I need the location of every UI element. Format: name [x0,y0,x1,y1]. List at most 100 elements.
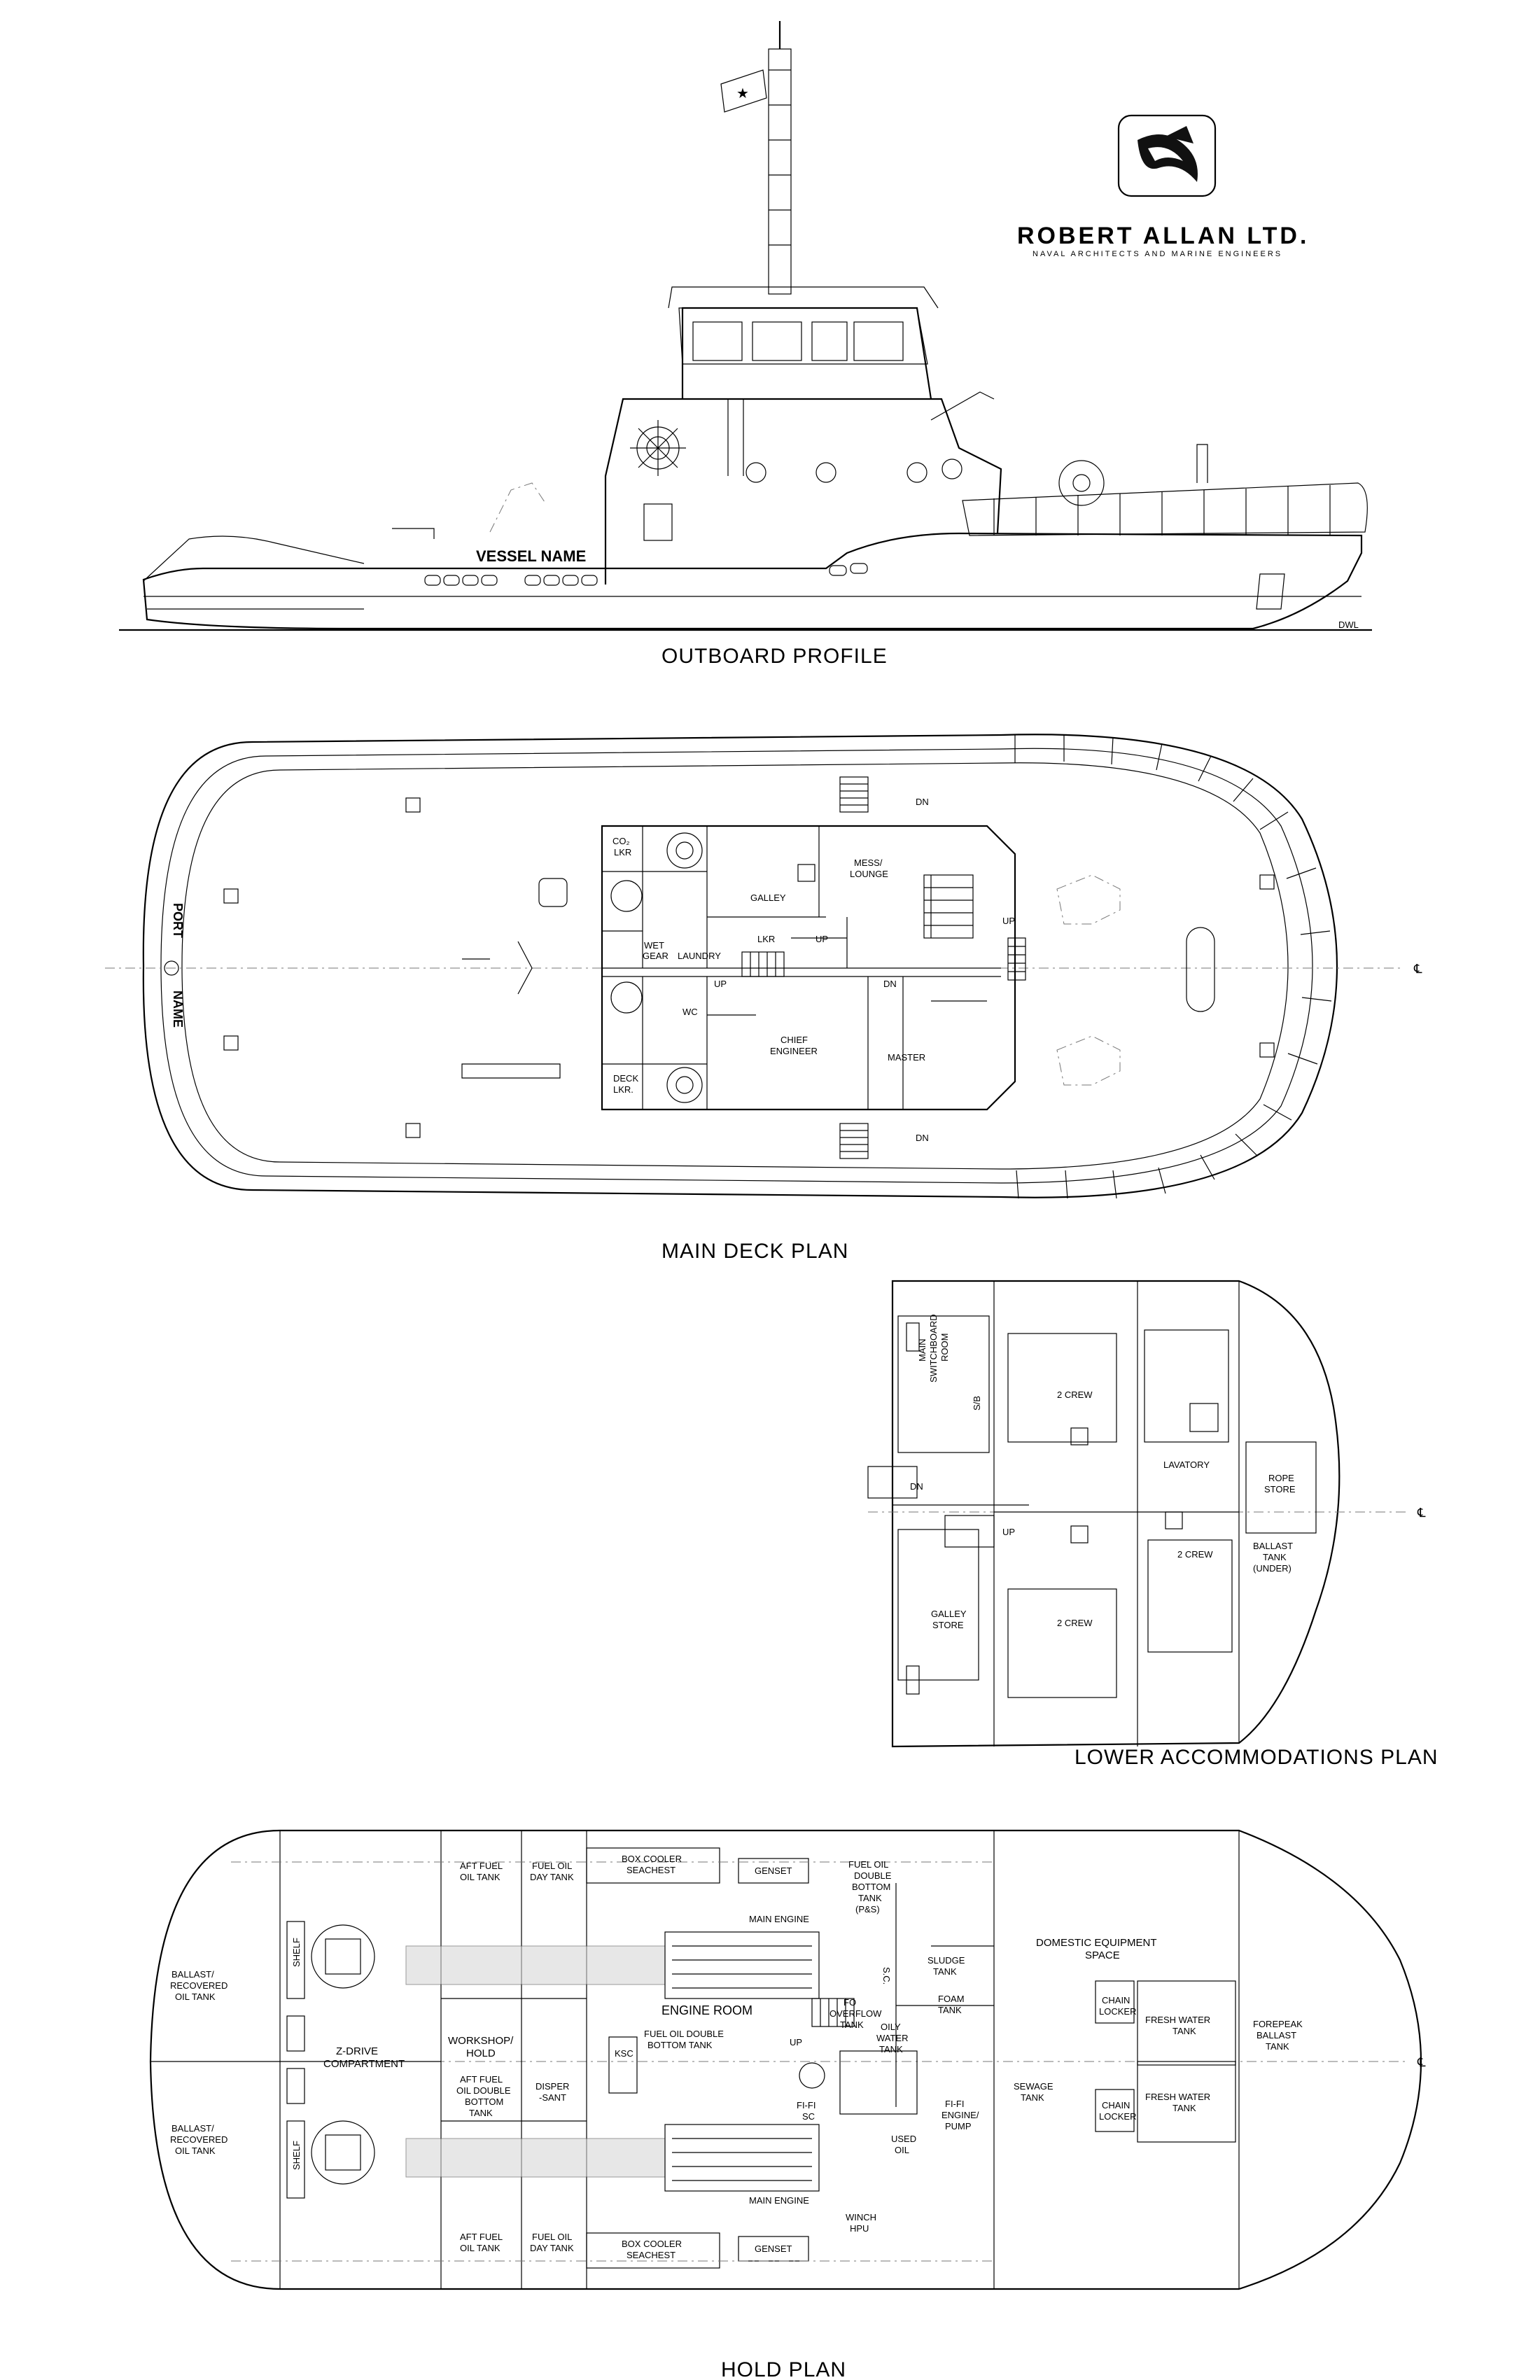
ballast-recovered-label-1: BALLAST/ [172,1969,214,1980]
shelf-label-1: SHELF [291,1938,302,1967]
company-logo [1117,114,1217,197]
sewage-label-1: SEWAGE [1014,2081,1054,2092]
dn-label-1: DN [916,797,929,807]
rope-label: ROPE [1268,1473,1294,1483]
dn-label-3: DN [916,1133,929,1143]
fresh-water-label-4: TANK [1172,2103,1196,2113]
up-label-1: UP [816,934,828,944]
up-label-2: UP [714,979,727,989]
svg-text:℄: ℄ [1413,962,1422,976]
oily-label-2: WATER [876,2033,909,2043]
aft-db-label-2: OIL DOUBLE [456,2085,511,2096]
hold-plan: ℄ [149,1829,1426,2290]
main-deck-plan: ℄ [105,734,1422,1199]
crew-label-3: 2 CREW [1057,1618,1093,1628]
aft-fuel-label-1: AFT FUEL [460,1861,503,1871]
dn-label-2: DN [883,979,897,989]
ballast-recovered-label-5: RECOVERED [170,2134,227,2145]
chain-locker-label-3: CHAIN [1102,2100,1130,2110]
fo-label-1: FO [844,1997,856,2008]
chain-locker-label-2: LOCKER [1099,2006,1136,2017]
used-oil-label-2: OIL [895,2145,909,2155]
disper-label-1: DISPER [536,2081,569,2092]
genset-label-1: GENSET [755,1865,792,1876]
sludge-label-1: SLUDGE [927,1955,965,1966]
name-label: NAME [171,990,185,1028]
lower-accommodations-plan: ℄ [867,1280,1426,1748]
mess-label: MESS/ [854,858,883,868]
lower-dn-label: DN [910,1481,923,1492]
fifi-sc-label-2: SC [802,2111,815,2122]
zdrive-label-2: COMPARTMENT [323,2058,405,2070]
domestic-label-1: DOMESTIC EQUIPMENT [1036,1937,1157,1949]
zdrive-label-1: Z-DRIVE [336,2045,378,2057]
sewage-label-2: TANK [1021,2092,1044,2103]
fo-label-3: TANK [840,2019,864,2030]
outboard-profile-title: OUTBOARD PROFILE [662,645,888,668]
lounge-label: LOUNGE [850,869,888,879]
oily-label-1: OILY [881,2022,901,2032]
deck-lkr-label: LKR. [613,1084,634,1095]
box-cooler-label-3: BOX COOLER [622,2239,682,2249]
fops-label-1: FUEL OIL [848,1859,888,1870]
oily-label-3: TANK [879,2044,903,2054]
main-switchboard-label-2: SWITCHBOARD [928,1315,939,1383]
main-switchboard-label-3: ROOM [939,1334,950,1362]
lkr-label: LKR [757,934,775,944]
crew-label-2: 2 CREW [1177,1549,1213,1560]
fifi-engine-label-2: ENGINE/ [941,2110,979,2120]
workshop-label-2: HOLD [466,2047,496,2059]
fifi-engine-label-1: FI-FI [945,2099,964,2109]
fo-label-2: OVERFLOW [830,2008,882,2019]
vessel-name-label: VESSEL NAME [476,547,586,565]
fodb-label-1: FUEL OIL DOUBLE [644,2029,724,2039]
up-label-3: UP [1002,916,1015,926]
ballast-recovered-label-3: OIL TANK [175,1991,216,2002]
sb-label: S/B [972,1396,982,1410]
fifi-sc-label-1: FI-FI [797,2100,816,2110]
outboard-profile: ★ [119,21,1372,631]
shelf-label-2: SHELF [291,2141,302,2170]
ballast-recovered-label-4: BALLAST/ [172,2123,214,2134]
chain-locker-label-4: LOCKER [1099,2111,1136,2122]
used-oil-label-1: USED [891,2134,916,2144]
port-label: PORT [171,903,185,938]
laundry-label: LAUNDRY [678,951,721,961]
galley-store-label-2: STORE [932,1620,964,1630]
main-switchboard-label-1: MAIN [917,1339,927,1362]
forepeak-label-1: FOREPEAK [1253,2019,1303,2029]
fuel-day-label-1: FUEL OIL [532,1861,572,1871]
aft-fuel-label-2: OIL TANK [460,1872,500,1882]
ballast-recovered-label-6: OIL TANK [175,2146,216,2156]
fresh-water-label-1: FRESH WATER [1145,2015,1210,2025]
wc-label: WC [682,1007,698,1017]
fuel-day-label-4: DAY TANK [530,2243,574,2253]
galley-store-label-1: GALLEY [931,1609,967,1619]
dwl-label: DWL [1338,620,1359,630]
fops-label-3: BOTTOM [852,1882,890,1892]
master-label: MASTER [888,1052,925,1063]
ballast-label: BALLAST [1253,1541,1293,1551]
fuel-day-label-3: FUEL OIL [532,2232,572,2242]
fops-label-4: TANK [858,1893,882,1903]
fifi-engine-label-3: PUMP [945,2121,972,2132]
wet-label: WET [644,940,664,951]
galley-label: GALLEY [750,892,786,903]
crew-label-1: 2 CREW [1057,1390,1093,1400]
sc-label: S.C. [881,1967,892,1984]
foam-label-1: FOAM [938,1994,965,2004]
fresh-water-label-2: TANK [1172,2026,1196,2036]
aft-fuel-label-3: AFT FUEL [460,2232,503,2242]
deck-label: DECK [613,1073,638,1084]
ballast-under-label: (UNDER) [1253,1563,1292,1574]
sludge-label-2: TANK [933,1966,957,1977]
co2-label: CO₂ [612,836,630,846]
co2-lkr-label: LKR [614,847,631,858]
fops-label-2: DOUBLE [854,1870,892,1881]
chief-label: CHIEF [780,1035,808,1045]
fodb-label-2: BOTTOM TANK [648,2040,713,2050]
hold-up-label: UP [790,2037,802,2047]
domestic-label-2: SPACE [1085,1949,1120,1961]
fresh-water-label-3: FRESH WATER [1145,2092,1210,2102]
lower-accommodations-title: LOWER ACCOMMODATIONS PLAN [1074,1746,1438,1769]
